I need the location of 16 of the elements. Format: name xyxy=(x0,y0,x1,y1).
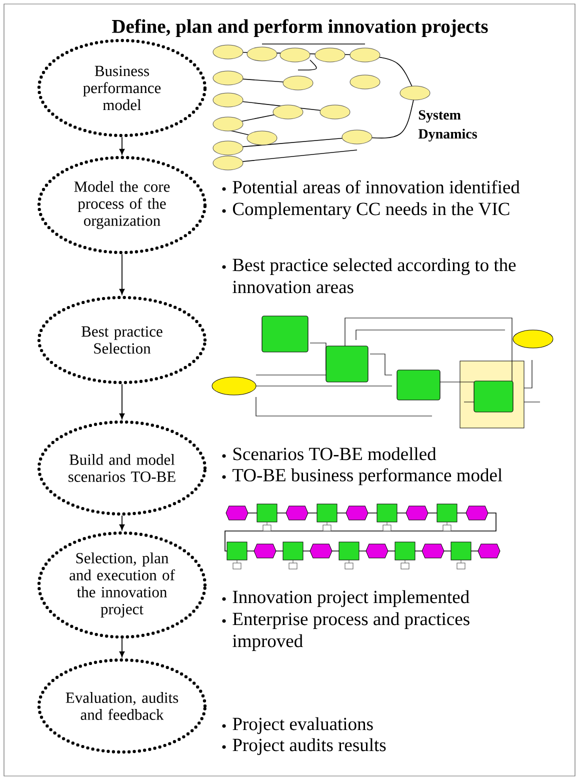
bullet-text: Complementary CC needs in the VIC xyxy=(232,202,510,220)
arrow xyxy=(119,136,125,155)
arrow xyxy=(119,515,125,530)
arrow xyxy=(119,384,125,420)
caption-text: System Dynamics xyxy=(418,110,477,142)
arrow xyxy=(119,254,125,295)
title: Define, plan and perform innovation projects xyxy=(112,19,488,37)
bullet-text: Innovation project implemented xyxy=(232,590,470,607)
bullet-text: Project audits results xyxy=(232,738,386,755)
arrow xyxy=(119,638,125,658)
bullet-text: Best practice selected according to the innovation areas xyxy=(232,258,516,294)
bullet-text: Scenarios TO-BE modelled xyxy=(233,447,436,460)
bullet-text: Enterprise process and practices improved xyxy=(232,612,470,651)
bullet-text: Project evaluations xyxy=(232,717,373,734)
bullet-text: Potential areas of innovation identified xyxy=(232,180,520,194)
bullet-text: TO-BE business performance model xyxy=(232,468,502,486)
